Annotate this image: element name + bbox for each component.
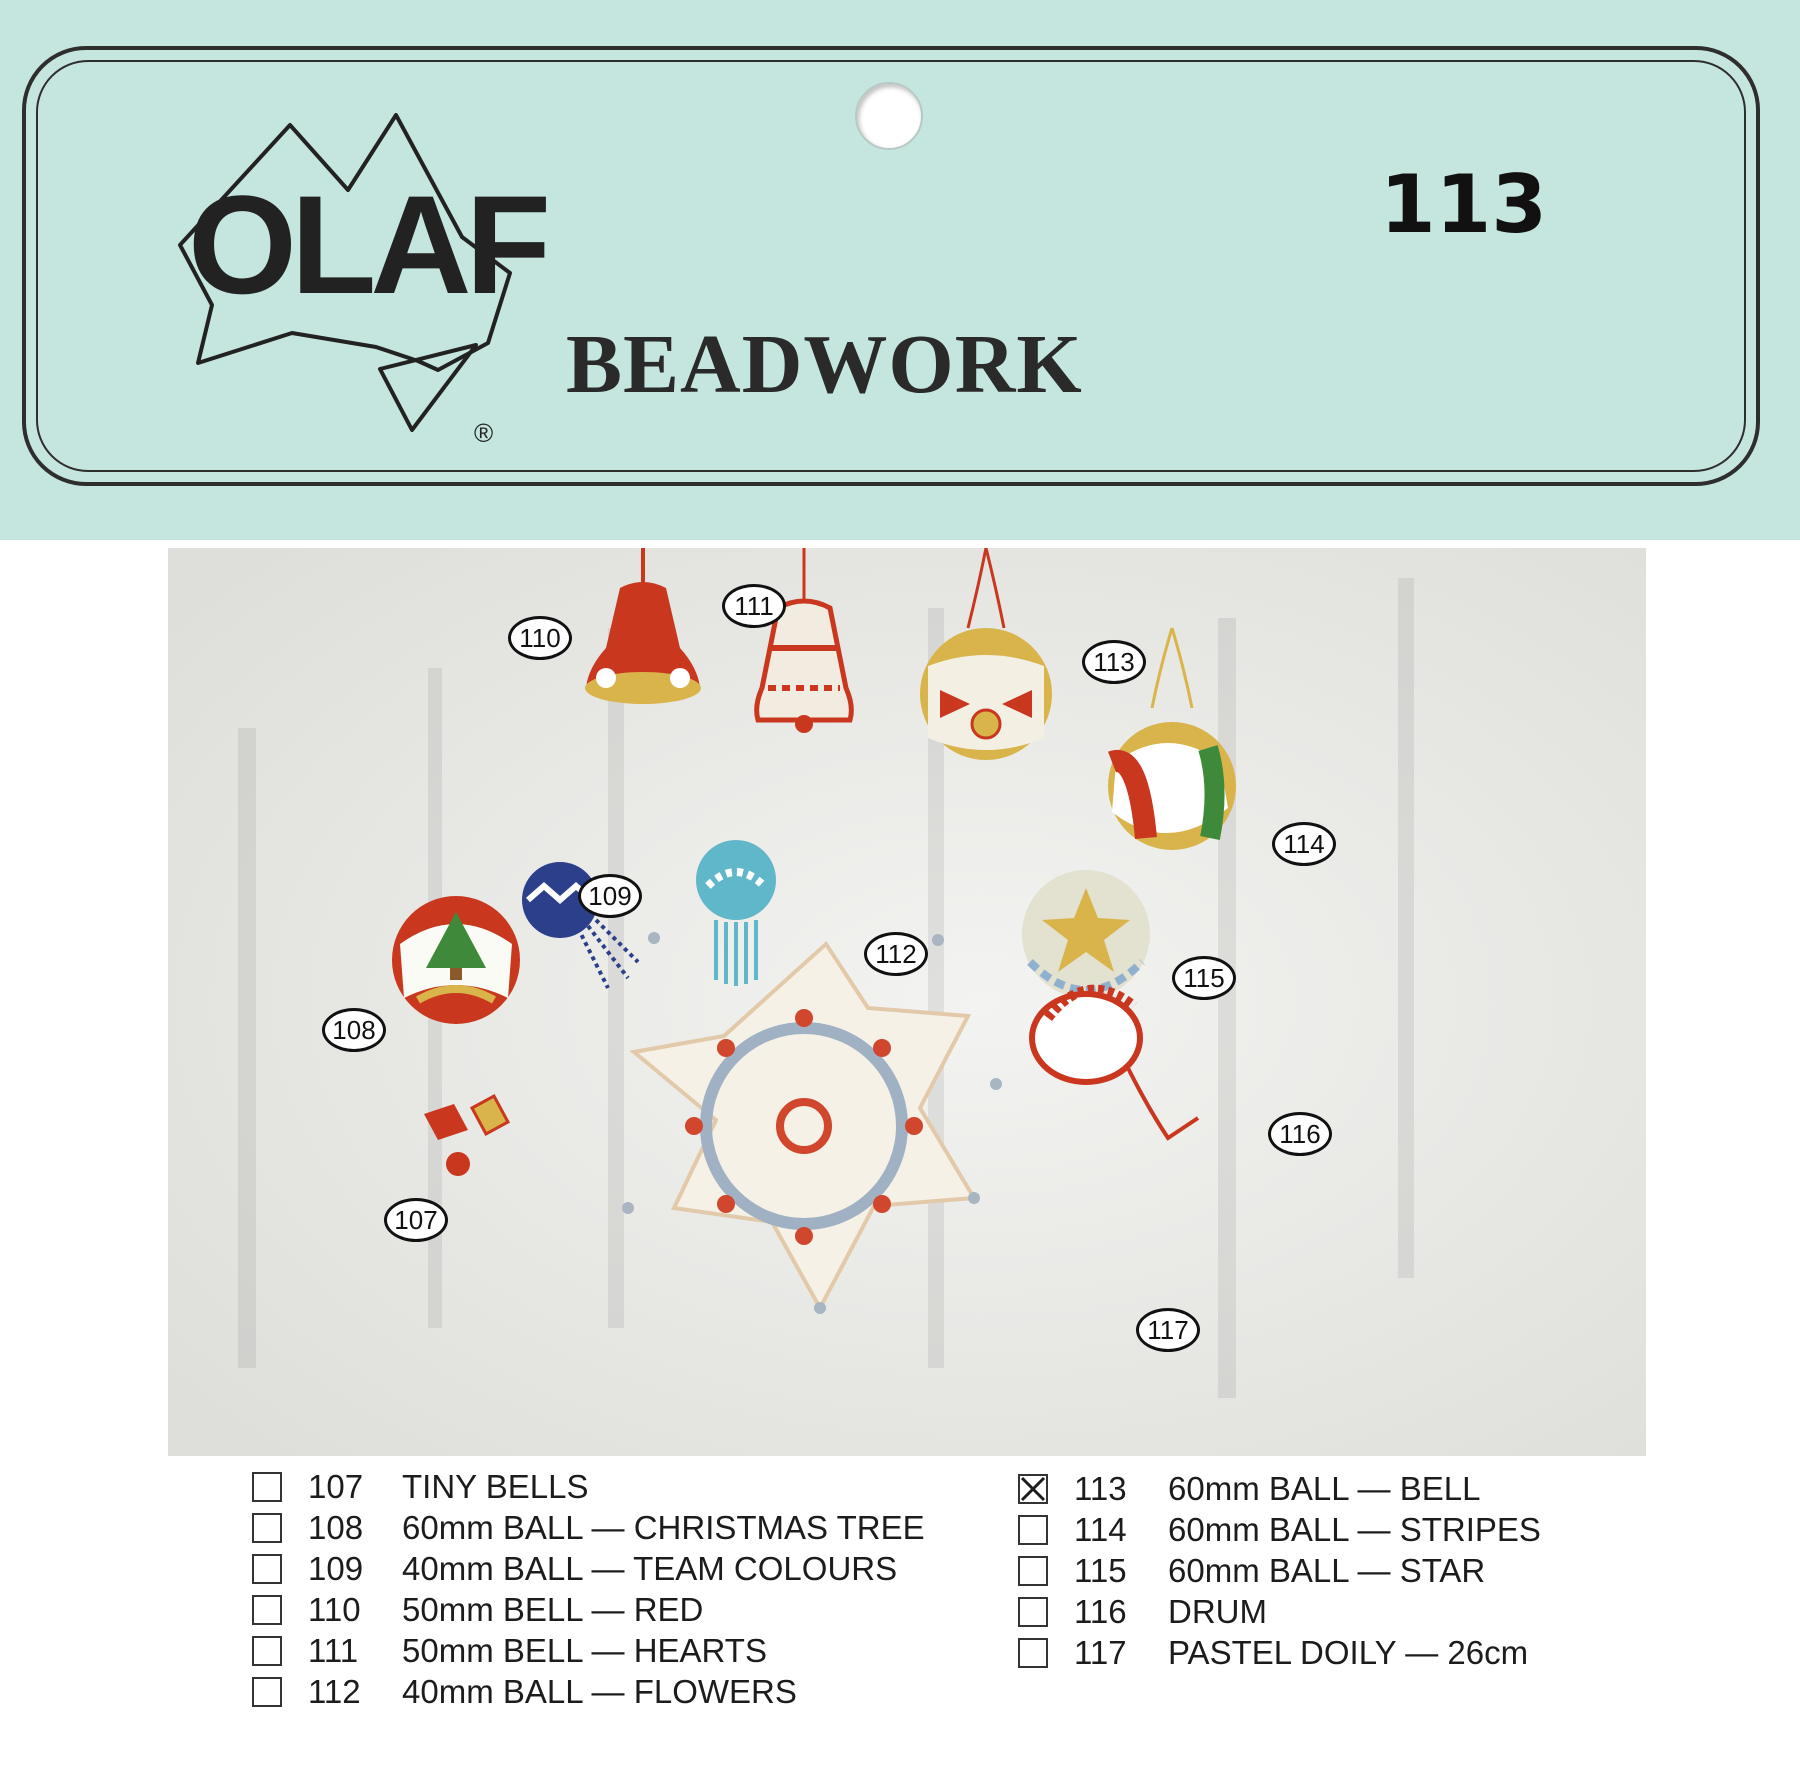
checkbox[interactable] — [252, 1595, 282, 1625]
header-frame-inner — [36, 60, 1746, 472]
photo-label-115: 115 — [1172, 956, 1236, 1000]
checkbox[interactable] — [252, 1513, 282, 1543]
ornament-112-flowers-ball — [696, 840, 776, 986]
product-photo: 110 111 113 114 109 112 115 108 116 107 … — [168, 548, 1646, 1456]
item-code: 108 — [308, 1509, 364, 1546]
checkbox-checked[interactable] — [1018, 1474, 1048, 1504]
cross-mark-icon — [1020, 1476, 1046, 1502]
item-description: 50mm BELL — HEARTS — [402, 1632, 767, 1669]
checkbox[interactable] — [1018, 1597, 1048, 1627]
photo-label-116: 116 — [1268, 1112, 1332, 1156]
photo-label-114: 114 — [1272, 822, 1336, 866]
checkbox[interactable] — [252, 1472, 282, 1502]
item-code: 113 — [1074, 1470, 1127, 1507]
photo-label-108: 108 — [322, 1008, 386, 1052]
checkbox[interactable] — [252, 1636, 282, 1666]
item-description: 60mm BALL — STRIPES — [1168, 1511, 1541, 1548]
registered-mark: ® — [474, 418, 494, 448]
hang-hole — [855, 82, 923, 150]
brand-subtitle: BEADWORK — [566, 318, 1083, 411]
item-code: 115 — [1074, 1552, 1127, 1589]
photo-label-117: 117 — [1136, 1308, 1200, 1352]
checkbox[interactable] — [1018, 1638, 1048, 1668]
checkbox[interactable] — [252, 1554, 282, 1584]
item-description: 60mm BALL — STAR — [1168, 1552, 1486, 1589]
ornament-114-stripes-ball — [1108, 627, 1236, 850]
item-description: 60mm BALL — CHRISTMAS TREE — [402, 1509, 925, 1546]
ornament-117-pastel-doily — [622, 932, 1002, 1314]
photo-label-107: 107 — [384, 1198, 448, 1242]
item-description: 40mm BALL — TEAM COLOURS — [402, 1550, 898, 1587]
checkbox[interactable] — [252, 1677, 282, 1707]
logo-wordmark: OLAF — [188, 166, 551, 323]
item-description: DRUM — [1168, 1593, 1267, 1630]
item-code: 109 — [308, 1550, 364, 1587]
header-frame-outer — [22, 46, 1760, 486]
photo-label-113: 113 — [1082, 640, 1146, 684]
photo-label-112: 112 — [864, 932, 928, 976]
item-code: 116 — [1074, 1593, 1127, 1630]
ornament-107-tiny-bells — [424, 1093, 511, 1176]
item-code: 112 — [308, 1673, 361, 1710]
ornament-116-drum — [1029, 984, 1200, 1141]
ornament-115-star-ball — [1022, 870, 1150, 998]
ornament-113-bell-ball — [920, 548, 1052, 760]
ornaments-illustration — [168, 548, 1646, 1456]
item-code: 110 — [308, 1591, 361, 1628]
product-number: 113 — [1380, 158, 1547, 251]
ornament-111-hearts-bell — [754, 548, 854, 733]
item-code: 107 — [308, 1468, 364, 1505]
item-code: 114 — [1074, 1511, 1127, 1548]
item-description: TINY BELLS — [402, 1468, 589, 1505]
australia-outline-logo — [178, 113, 512, 432]
checkbox[interactable] — [1018, 1556, 1048, 1586]
item-description: 40mm BALL — FLOWERS — [402, 1673, 797, 1710]
photo-label-109: 109 — [578, 874, 642, 918]
item-code: 117 — [1074, 1634, 1127, 1671]
item-code: 111 — [308, 1632, 359, 1669]
ornament-108-christmas-tree-ball — [392, 896, 520, 1024]
photo-label-110: 110 — [508, 616, 572, 660]
item-description: 50mm BELL — RED — [402, 1591, 704, 1628]
ornament-110-red-bell — [585, 548, 701, 704]
photo-label-111: 111 — [722, 584, 786, 628]
checkbox[interactable] — [1018, 1515, 1048, 1545]
item-description: 60mm BALL — BELL — [1168, 1470, 1481, 1507]
item-description: PASTEL DOILY — 26cm — [1168, 1634, 1529, 1671]
